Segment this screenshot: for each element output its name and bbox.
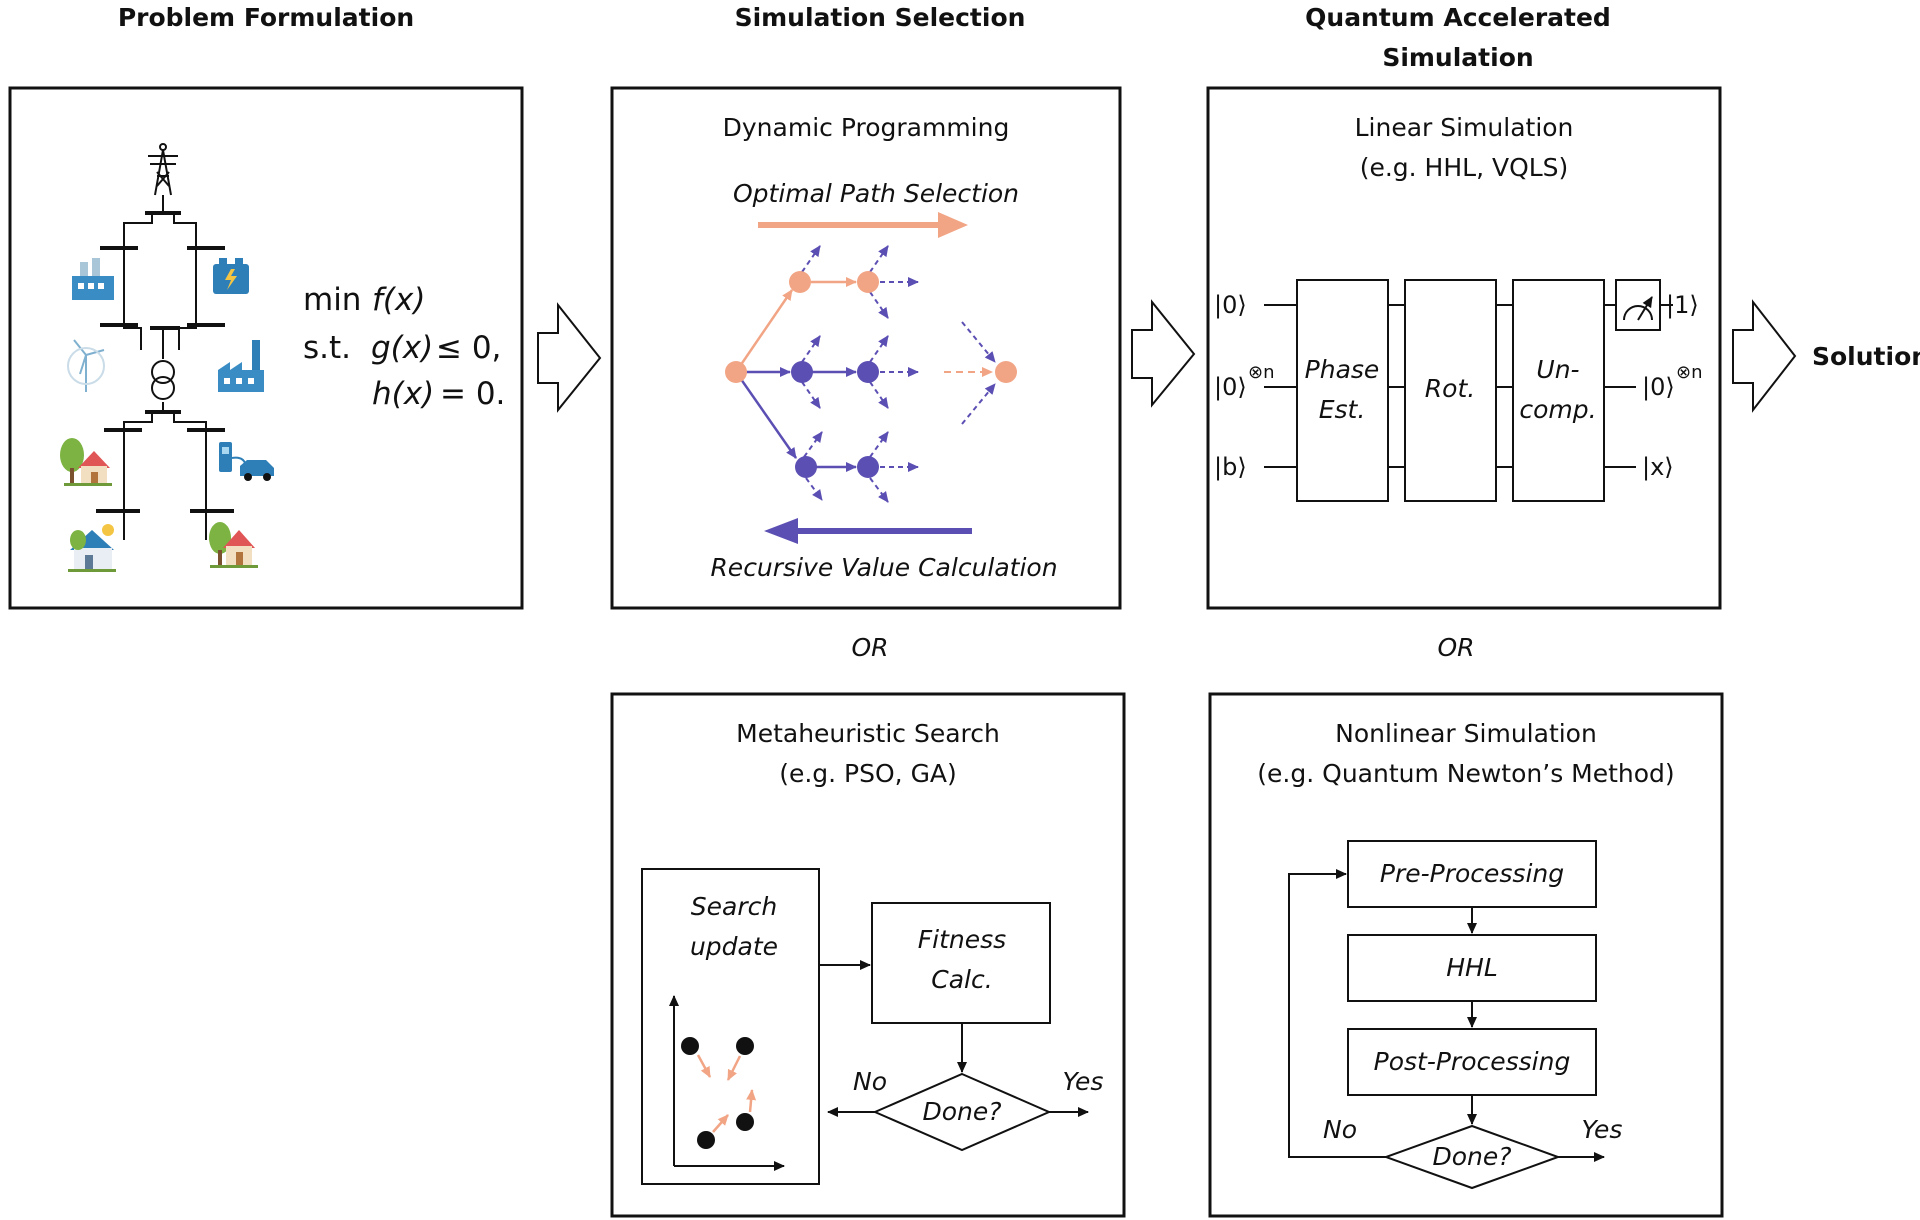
hhl-label: HHL (1446, 953, 1498, 982)
ev-charger-icon (219, 442, 274, 481)
dp-title: Dynamic Programming (723, 113, 1010, 142)
forward-arrow (758, 212, 968, 238)
output-ket-1: |1⟩ (1666, 291, 1699, 319)
input-tensor-power: ⊗n (1248, 362, 1275, 383)
fitness-calc-box (871, 902, 1051, 1024)
particle (697, 1131, 715, 1149)
linear-title: Linear Simulation (1355, 113, 1574, 142)
measurement-gate (1615, 279, 1661, 331)
meter-icon (1623, 296, 1653, 321)
equality-rhs: = 0. (440, 376, 505, 412)
dp-node (857, 271, 879, 293)
uncompute-gate-label-line2: comp. (1519, 395, 1596, 424)
header-selection: Simulation Selection (735, 3, 1026, 32)
fitness-label-line2: Calc. (931, 965, 992, 994)
st-label: s.t. (303, 330, 351, 366)
fitness-label-line1: Fitness (918, 925, 1006, 954)
rotation-gate (1404, 279, 1497, 502)
no-label: No (1323, 1115, 1357, 1144)
min-label: min (303, 282, 361, 318)
metaheuristic-flow: Search update Fitness Calc. Done? No Yes (641, 868, 1104, 1185)
dp-node (857, 361, 879, 383)
output-ket-register: |0⟩ (1642, 373, 1675, 401)
phase-estimation-gate (1296, 279, 1389, 502)
optimization-formulation: min f(x) s.t. g(x) ≤ 0, h(x) = 0. (303, 282, 505, 412)
header-quantum-line1: Quantum Accelerated (1305, 3, 1611, 32)
loop-back-arrow (1288, 869, 1386, 1158)
metaheuristic-box (610, 692, 1126, 1218)
uncompute-gate-label-line1: Un- (1536, 355, 1579, 384)
or-label-left: OR (851, 633, 888, 662)
uncompute-gate (1512, 279, 1605, 502)
dp-graph (725, 245, 1017, 503)
problem-box (8, 86, 524, 610)
post-processing-label: Post-Processing (1374, 1047, 1571, 1076)
output-ket-x: |x⟩ (1642, 453, 1674, 481)
particle (736, 1037, 754, 1055)
particle (736, 1113, 754, 1131)
meta-title: Metaheuristic Search (736, 719, 1000, 748)
dynamic-programming-box (610, 86, 1122, 610)
house-icon (60, 438, 112, 486)
done-label: Done? (922, 1097, 1001, 1126)
dp-node (995, 361, 1017, 383)
dp-node (725, 361, 747, 383)
meta-subtitle: (e.g. PSO, GA) (779, 759, 957, 788)
input-ket-0: |0⟩ (1214, 291, 1247, 319)
linear-simulation-box (1206, 86, 1722, 610)
objective-function: f(x) (372, 282, 425, 318)
phase-gate-label-line1: Phase (1305, 355, 1380, 384)
backward-arrow (764, 518, 972, 544)
dp-node (791, 361, 813, 383)
transmission-tower-icon (148, 143, 178, 196)
power-plant-icon (72, 258, 114, 300)
search-update-label-line2: update (690, 932, 778, 961)
header-problem: Problem Formulation (118, 3, 414, 32)
no-label: No (853, 1067, 887, 1096)
search-update-label-line1: Search (691, 892, 777, 921)
flow-arrow-2 (1131, 299, 1196, 408)
nonlinear-title: Nonlinear Simulation (1335, 719, 1597, 748)
yes-label: Yes (1582, 1115, 1623, 1144)
dp-forward-label: Optimal Path Selection (733, 179, 1019, 208)
done-decision (1383, 1124, 1561, 1190)
flow-arrow-1 (537, 302, 602, 413)
yes-label: Yes (1063, 1067, 1104, 1096)
transformer-icon (151, 360, 175, 400)
pre-processing-label: Pre-Processing (1380, 859, 1564, 888)
done-label: Done? (1432, 1142, 1511, 1171)
solar-house-icon (68, 524, 116, 572)
battery-storage-icon (213, 258, 249, 294)
nonlinear-subtitle: (e.g. Quantum Newton’s Method) (1257, 759, 1674, 788)
search-update-box (641, 868, 820, 1185)
phase-gate-label-line2: Est. (1319, 395, 1366, 424)
factory-icon (218, 340, 264, 392)
done-decision (872, 1072, 1052, 1152)
dp-node (795, 456, 817, 478)
header-quantum-line2: Simulation (1382, 43, 1533, 72)
inequality-constraint: g(x) (371, 330, 433, 366)
dp-node (857, 456, 879, 478)
linear-subtitle: (e.g. HHL, VQLS) (1360, 153, 1569, 182)
house-icon (209, 522, 258, 568)
nonlinear-simulation-box (1208, 692, 1724, 1218)
grid-network (60, 143, 274, 572)
inequality-rhs: ≤ 0, (436, 330, 501, 366)
dp-backward-label: Recursive Value Calculation (710, 553, 1057, 582)
output-tensor-power: ⊗n (1676, 362, 1703, 383)
particle (681, 1037, 699, 1055)
input-ket-b: |b⟩ (1214, 453, 1247, 481)
wind-turbine-icon (67, 339, 105, 392)
flow-arrow-3 (1732, 299, 1797, 413)
rotation-gate-label: Rot. (1425, 374, 1475, 403)
input-ket-register: |0⟩ (1214, 373, 1247, 401)
equality-constraint: h(x) (372, 376, 434, 412)
or-label-right: OR (1437, 633, 1474, 662)
quantum-circuit: |0⟩ |0⟩ ⊗n |b⟩ |1⟩ |0⟩ ⊗n |x⟩ Phase Est.… (1214, 279, 1703, 502)
dp-node (789, 271, 811, 293)
nonlinear-flow: Pre-Processing HHL Post-Processing Done?… (1288, 840, 1623, 1190)
solution-label: Solution (1812, 342, 1920, 371)
